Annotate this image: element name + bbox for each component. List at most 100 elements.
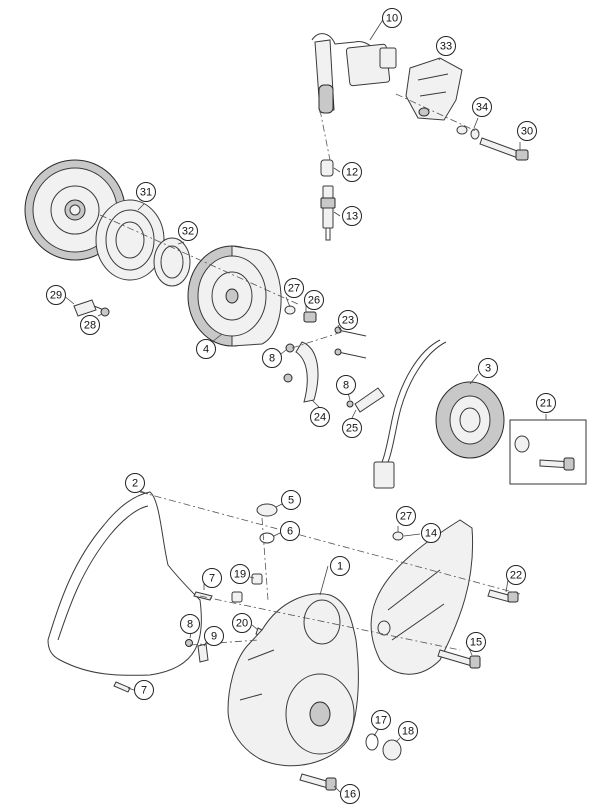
callout-circle	[134, 680, 154, 700]
callout-circle	[342, 162, 362, 182]
callout-4: 4	[196, 339, 216, 359]
callout-number: 8	[269, 353, 275, 365]
callout-circle	[336, 375, 356, 395]
cover-screws	[299, 773, 337, 791]
callout-24: 24	[310, 407, 330, 427]
callout-circle	[340, 784, 360, 804]
callout-22: 22	[506, 565, 526, 585]
cable-holder	[346, 387, 385, 413]
callout-circle	[310, 407, 330, 427]
callout-number: 5	[288, 495, 294, 507]
oil-plug-parts	[365, 733, 402, 761]
callout-circle	[517, 121, 537, 141]
callout-number: 26	[308, 295, 320, 307]
callout-number: 16	[344, 789, 356, 801]
callout-2: 2	[125, 473, 145, 493]
callout-number: 13	[346, 211, 358, 223]
callout-circle	[230, 564, 250, 584]
callout-number: 14	[425, 528, 437, 540]
callout-12: 12	[342, 162, 362, 182]
callout-29: 29	[46, 285, 66, 305]
callout-circle	[262, 348, 282, 368]
callout-number: 10	[386, 13, 398, 25]
callout-circle	[466, 632, 486, 652]
callout-number: 8	[187, 619, 193, 631]
callout-number: 29	[50, 290, 62, 302]
callout-circle	[196, 339, 216, 359]
callout-16: 16	[340, 784, 360, 804]
callout-circle	[398, 721, 418, 741]
callout-circle	[330, 556, 350, 576]
callout-circle	[280, 521, 300, 541]
callout-number: 6	[287, 526, 293, 538]
callout-number: 23	[342, 315, 354, 327]
clip-and-screw	[73, 299, 110, 317]
callout-circle	[338, 310, 358, 330]
callout-34: 34	[472, 97, 492, 117]
callout-circle	[178, 221, 198, 241]
callout-circle	[232, 613, 252, 633]
callout-number: 19	[234, 569, 246, 581]
plug-and-oring	[256, 503, 278, 544]
sprocket-cover	[370, 519, 474, 675]
callout-circle	[46, 285, 66, 305]
callout-circle	[421, 523, 441, 543]
callout-number: 27	[288, 283, 300, 295]
callout-5: 5	[281, 490, 301, 510]
assembly-lines	[99, 93, 521, 651]
callout-23: 23	[338, 310, 358, 330]
callout-number: 18	[402, 726, 414, 738]
callout-31: 31	[136, 182, 156, 202]
callout-circle	[136, 182, 156, 202]
rotor-washer-nut	[284, 305, 317, 323]
callout-number: 15	[470, 637, 482, 649]
callout-number: 4	[203, 344, 209, 356]
callout-21: 21	[536, 393, 556, 413]
callout-7: 7	[202, 568, 222, 588]
stator	[373, 339, 505, 489]
callout-8: 8	[336, 375, 356, 395]
callout-19: 19	[230, 564, 250, 584]
callout-circle	[180, 614, 200, 634]
gasket-screws	[113, 591, 213, 693]
callout-25: 25	[342, 418, 362, 438]
callout-14: 14	[421, 523, 441, 543]
callout-circle	[304, 290, 324, 310]
callout-number: 1	[337, 561, 343, 573]
callout-number: 32	[182, 226, 194, 238]
callout-number: 33	[440, 41, 452, 53]
callout-number: 25	[346, 423, 358, 435]
callout-18: 18	[398, 721, 418, 741]
callout-number: 8	[343, 380, 349, 392]
freewheel-ring	[153, 237, 191, 287]
callout-number: 17	[375, 715, 387, 727]
small-bracket-parts	[185, 639, 209, 663]
callout-30: 30	[517, 121, 537, 141]
callout-26: 26	[304, 290, 324, 310]
callout-circle	[80, 315, 100, 335]
callout-number: 24	[314, 412, 326, 424]
coil-bracket	[405, 57, 463, 121]
callout-number: 12	[346, 167, 358, 179]
coil-mounting-parts	[456, 125, 529, 161]
callout-circle	[536, 393, 556, 413]
cable-guide	[283, 326, 367, 403]
callout-10: 10	[382, 8, 402, 28]
callout-8: 8	[180, 614, 200, 634]
callout-circle	[478, 358, 498, 378]
callouts: 1234567788891012131415161718192021222324…	[46, 8, 556, 804]
stator-bolt-inset	[509, 419, 587, 485]
callout-circle	[204, 626, 224, 646]
callout-7: 7	[134, 680, 154, 700]
callout-number: 3	[485, 363, 491, 375]
callout-circle	[472, 97, 492, 117]
callout-number: 7	[209, 573, 215, 585]
callout-1: 1	[330, 556, 350, 576]
callout-27: 27	[396, 506, 416, 526]
callout-circle	[436, 36, 456, 56]
callout-circle	[371, 710, 391, 730]
callout-number: 28	[84, 320, 96, 332]
callout-17: 17	[371, 710, 391, 730]
freewheel	[95, 199, 165, 281]
callout-circle	[284, 278, 304, 298]
